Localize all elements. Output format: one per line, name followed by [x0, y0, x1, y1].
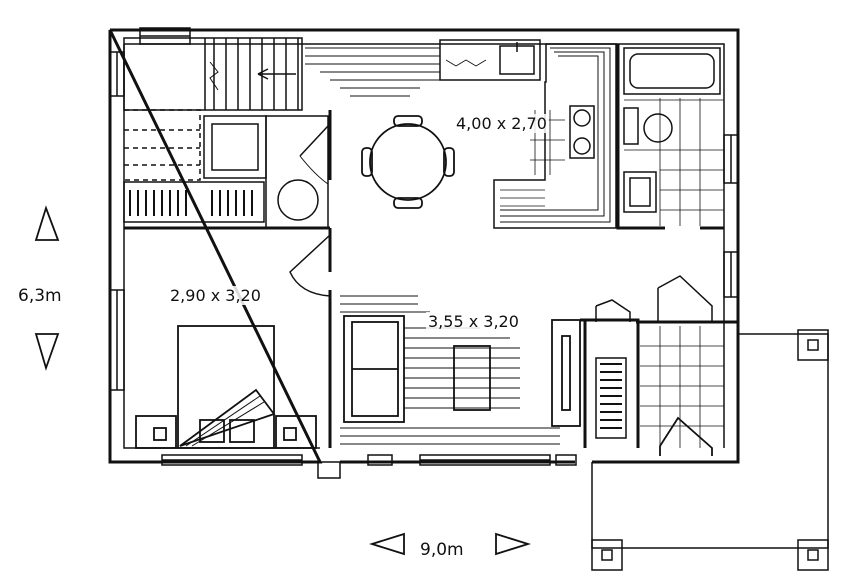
- bathroom: [623, 47, 724, 226]
- kitchen-dimension-label: 4,00 x 2,70: [454, 114, 549, 133]
- bedroom-door: [289, 234, 331, 297]
- windows: [109, 27, 739, 479]
- tv-unit: [551, 319, 581, 427]
- kitchen-floor-planks: [305, 47, 440, 97]
- dining-table: [361, 115, 455, 209]
- sofa: [343, 315, 405, 423]
- living-floor-planks: [340, 295, 560, 445]
- height-dimension-label: 6,3m: [18, 286, 62, 306]
- dimension-arrows: [34, 205, 532, 556]
- interior-walls: [124, 44, 738, 448]
- porch: [591, 329, 829, 571]
- width-dimension-label: 9,0m: [420, 540, 464, 560]
- entry-area: [595, 275, 724, 456]
- bed: [135, 325, 317, 449]
- kitchen-counter: [439, 39, 617, 229]
- bedroom-dimension-label: 2,90 x 3,20: [168, 286, 263, 305]
- exterior-walls: [108, 28, 740, 464]
- staircase: [123, 37, 303, 181]
- living-room-dimension-label: 3,55 x 3,20: [426, 312, 521, 331]
- closet-area: [123, 115, 329, 229]
- coffee-table: [453, 345, 491, 411]
